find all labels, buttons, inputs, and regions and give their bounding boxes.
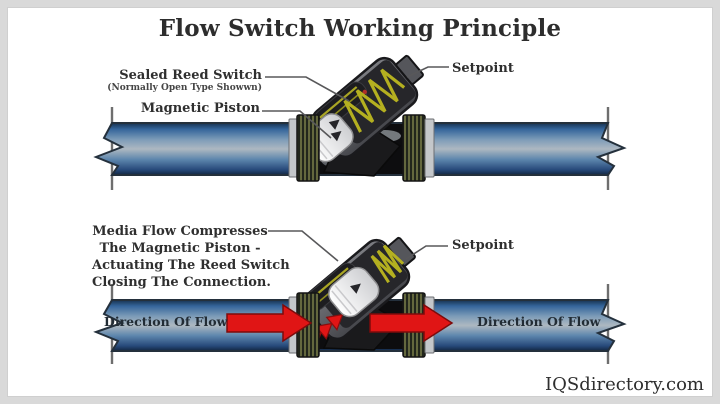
leader-line-reed-switch bbox=[265, 76, 350, 102]
flow-arrow-left bbox=[226, 303, 313, 343]
media-flow-line-1: Media Flow Compresses bbox=[92, 224, 268, 239]
flow-arrow-right bbox=[369, 303, 454, 343]
flow-chevron bbox=[314, 322, 333, 340]
direction-of-flow-label-right: Direction Of Flow bbox=[477, 314, 601, 329]
setpoint-label-top: Setpoint bbox=[452, 61, 514, 76]
fitting-nut bbox=[424, 118, 435, 178]
fitting-threads bbox=[296, 114, 320, 182]
piston-motion-arrow bbox=[350, 283, 361, 294]
magnetic-piston-label: Magnetic Piston bbox=[140, 101, 260, 116]
setpoint-label-bottom: Setpoint bbox=[452, 238, 514, 253]
reed-contact-point bbox=[362, 89, 367, 95]
piston-motion-arrow bbox=[330, 131, 342, 142]
spring bbox=[343, 68, 406, 133]
magnetic-piston bbox=[328, 266, 380, 318]
threaded-fitting-left bbox=[288, 114, 320, 182]
top-diagram bbox=[93, 54, 627, 190]
spring-compressed bbox=[370, 244, 405, 284]
leader-line-media-flow bbox=[268, 230, 339, 262]
flow-chevron bbox=[325, 313, 344, 331]
media-flow-line-4: Closing The Connection. bbox=[92, 275, 271, 290]
media-flow-line-2: The Magnetic Piston - bbox=[99, 241, 261, 256]
media-flow-description: Media Flow Compresses The Magnetic Pisto… bbox=[92, 223, 290, 291]
direction-of-flow-label-left: Direction Of Flow bbox=[104, 314, 228, 329]
leader-line-setpoint bbox=[406, 66, 449, 78]
bottom-diagram bbox=[93, 230, 627, 364]
leader-line-setpoint bbox=[405, 245, 448, 260]
piston-motion-arrow bbox=[328, 119, 340, 130]
watermark: IQSdirectory.com bbox=[545, 374, 704, 395]
leader-line-magnetic-piston bbox=[262, 110, 332, 139]
setpoint-cap bbox=[395, 54, 424, 85]
threaded-fitting-right bbox=[402, 114, 435, 182]
reed-contact bbox=[319, 86, 358, 119]
fitting-threads bbox=[402, 114, 426, 182]
sealed-reed-switch-note: (Normally Open Type Showwn) bbox=[107, 83, 262, 93]
sealed-reed-switch-label: Sealed Reed Switch bbox=[119, 68, 262, 83]
page-title: Flow Switch Working Principle bbox=[158, 15, 562, 42]
media-flow-line-3: Actuating The Reed Switch bbox=[92, 258, 290, 273]
flow-switch bbox=[303, 236, 416, 349]
